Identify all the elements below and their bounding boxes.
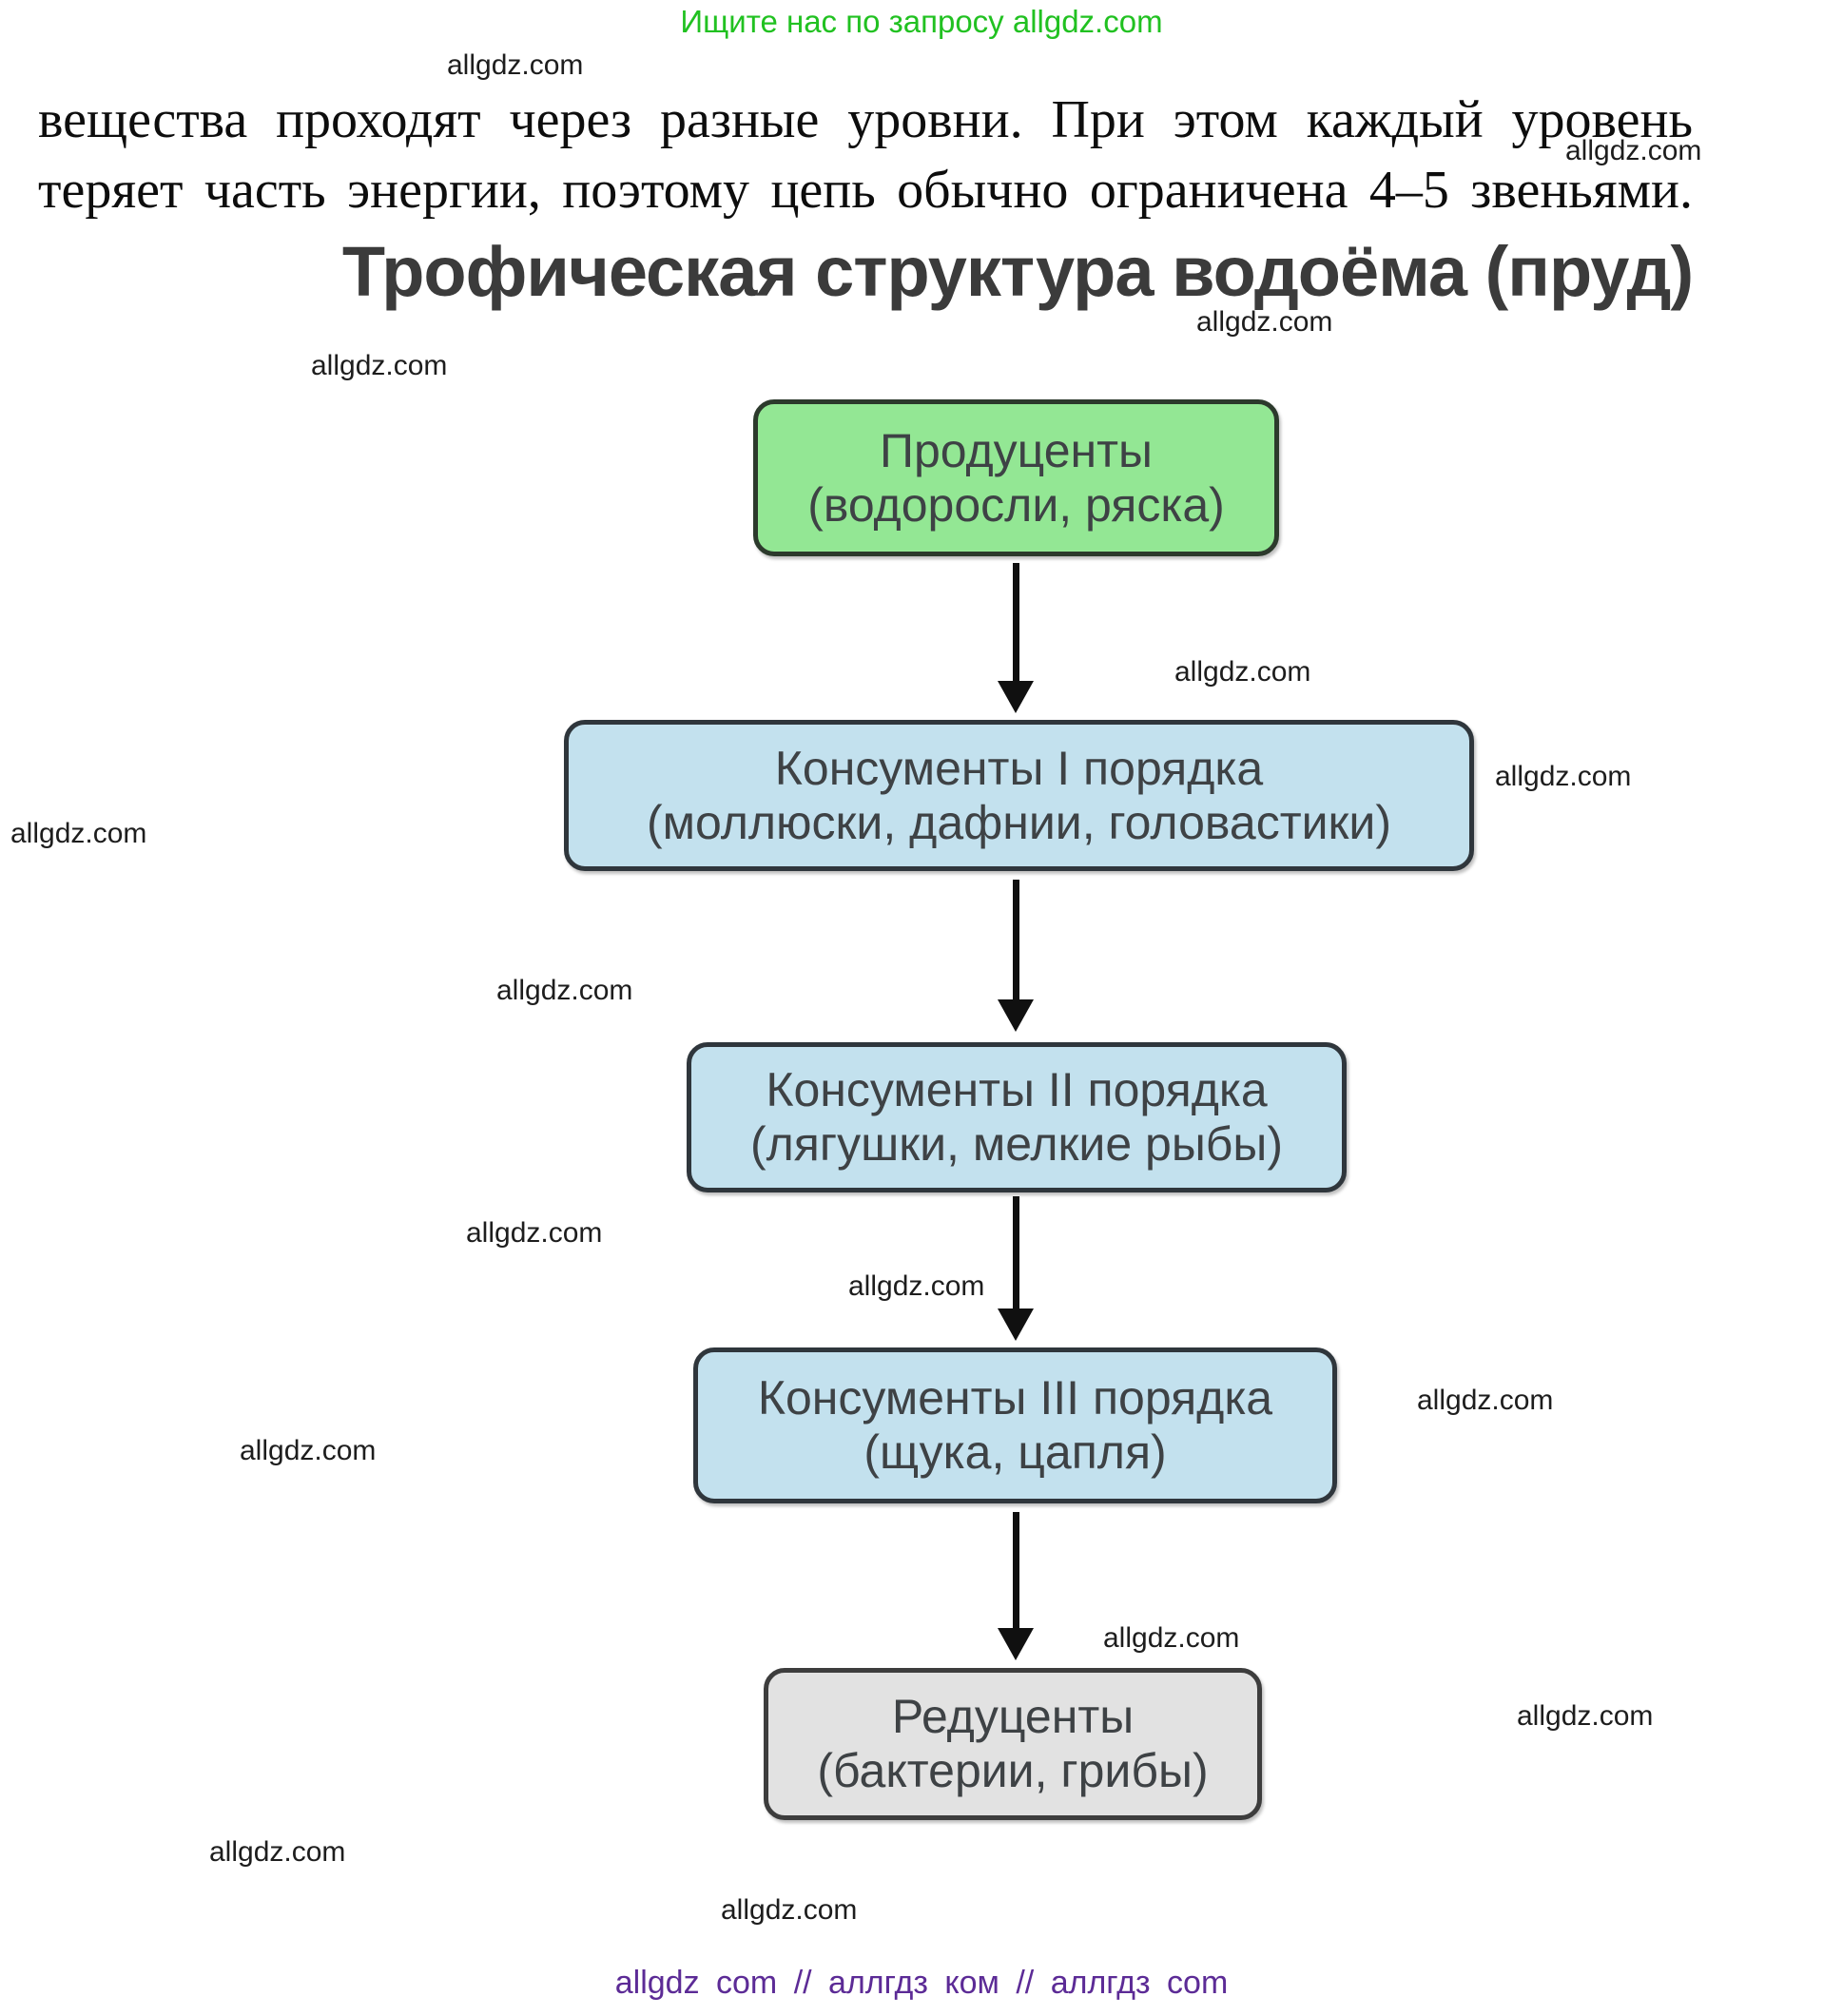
watermark: allgdz.com <box>496 975 633 1006</box>
arrow-down <box>995 1196 1037 1341</box>
node-producers: Продуценты (водоросли, ряска) <box>753 399 1279 556</box>
paragraph-line-1: вещества проходят через разные уровни. П… <box>38 90 1693 149</box>
watermark: allgdz.com <box>240 1435 377 1466</box>
arrow-head <box>998 999 1034 1032</box>
arrow-shaft <box>1012 563 1019 681</box>
paragraph-line-2: теряет часть энергии, поэтому цепь обычн… <box>38 161 1693 220</box>
watermark: allgdz.com <box>721 1894 858 1926</box>
arrow-head <box>998 1308 1034 1341</box>
arrow-shaft <box>1012 880 1019 999</box>
node-subtitle: (лягушки, мелкие рыбы) <box>749 1117 1283 1171</box>
arrow-shaft <box>1012 1512 1019 1628</box>
watermark: allgdz.com <box>1517 1700 1654 1732</box>
node-subtitle: (водоросли, ряска) <box>807 477 1225 532</box>
watermark: allgdz.com <box>209 1836 346 1868</box>
node-consumers-3: Консументы III порядка (щука, цапля) <box>693 1347 1337 1503</box>
watermark: allgdz.com <box>311 350 448 381</box>
diagram-title: Трофическая структура водоёма (пруд) <box>341 232 1694 311</box>
node-subtitle: (моллюски, дафнии, головастики) <box>646 795 1392 849</box>
footer-note: allgdz com // аллгдз ком // аллгдз com <box>614 1965 1229 2001</box>
node-title: Консументы II порядка <box>766 1063 1268 1116</box>
node-title: Продуценты <box>880 423 1153 477</box>
watermark: allgdz.com <box>1103 1622 1240 1654</box>
node-subtitle: (бактерии, грибы) <box>817 1744 1209 1797</box>
watermark: allgdz.com <box>1196 306 1333 338</box>
watermark: allgdz.com <box>447 49 584 81</box>
arrow-down <box>995 1512 1037 1660</box>
watermark: allgdz.com <box>10 818 147 849</box>
arrow-shaft <box>1012 1196 1019 1308</box>
arrow-head <box>998 1628 1034 1660</box>
node-consumers-2: Консументы II порядка (лягушки, мелкие р… <box>687 1042 1347 1192</box>
arrow-down <box>995 563 1037 713</box>
node-title: Консументы III порядка <box>757 1371 1273 1425</box>
node-consumers-1: Консументы I порядка (моллюски, дафнии, … <box>564 720 1474 871</box>
arrow-down <box>995 880 1037 1032</box>
watermark: allgdz.com <box>1495 761 1632 792</box>
node-subtitle: (щука, цапля) <box>863 1425 1167 1479</box>
arrow-head <box>998 681 1034 713</box>
node-title: Консументы I порядка <box>774 741 1264 795</box>
node-title: Редуценты <box>891 1690 1135 1743</box>
watermark: allgdz.com <box>1417 1385 1554 1416</box>
watermark: allgdz.com <box>1565 135 1702 166</box>
watermark: allgdz.com <box>1174 656 1311 688</box>
watermark: allgdz.com <box>466 1217 603 1249</box>
watermark: allgdz.com <box>848 1270 985 1302</box>
promo-banner: Ищите нас по запросу allgdz.com <box>680 4 1163 39</box>
node-reducers: Редуценты (бактерии, грибы) <box>764 1668 1262 1820</box>
